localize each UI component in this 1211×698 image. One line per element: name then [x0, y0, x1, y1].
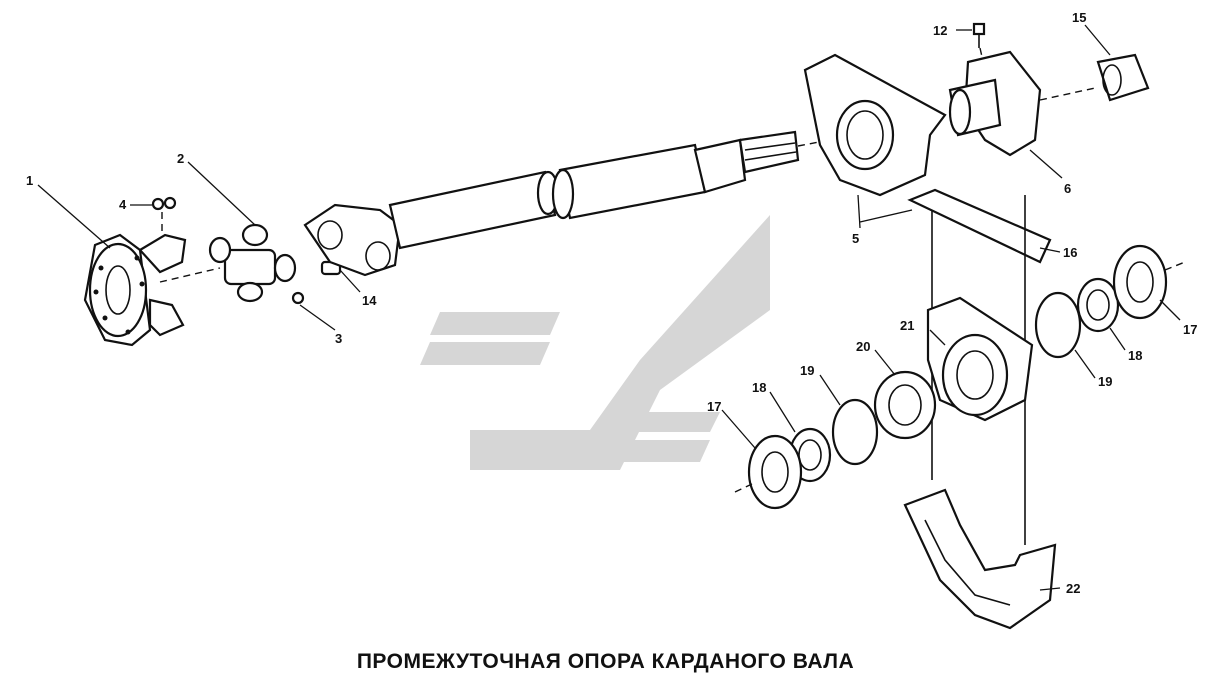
seal-part-right — [1112, 244, 1168, 320]
callout-12: 12 — [933, 23, 947, 38]
callout-19-right: 19 — [1098, 374, 1112, 389]
callout-17-right: 17 — [1183, 322, 1197, 337]
bearing-bracket-part — [803, 53, 947, 197]
companion-flange-part — [948, 50, 1042, 157]
bolt-part — [972, 22, 986, 48]
washer-part-right — [1076, 277, 1120, 333]
seal-part-left — [747, 434, 803, 510]
callout-14: 14 — [362, 293, 377, 308]
callout-15: 15 — [1072, 10, 1086, 25]
nut-part — [1096, 53, 1150, 102]
callout-5: 5 — [852, 231, 859, 246]
callout-1: 1 — [26, 173, 33, 188]
flange-yoke-part — [83, 233, 187, 347]
callout-2: 2 — [177, 151, 184, 166]
propeller-shaft-part — [303, 130, 800, 277]
callout-labels: 1 2 4 3 14 5 6 12 15 16 17 18 19 21 20 1… — [26, 10, 1197, 596]
cap-screw-part — [151, 196, 177, 211]
callout-20: 20 — [856, 339, 870, 354]
leader-lines — [37, 24, 1181, 591]
snap-ring-part-left — [831, 398, 879, 466]
support-plate-part — [907, 188, 1052, 264]
universal-joint-cross-part — [208, 223, 297, 303]
callout-6: 6 — [1064, 181, 1071, 196]
callout-18-left: 18 — [752, 380, 766, 395]
callout-16: 16 — [1063, 245, 1077, 260]
snap-ring-part-right — [1034, 291, 1082, 359]
callout-17-left: 17 — [707, 399, 721, 414]
callout-3: 3 — [335, 331, 342, 346]
callout-22: 22 — [1066, 581, 1080, 596]
center-bearing-part — [873, 370, 937, 440]
callout-19-left: 19 — [800, 363, 814, 378]
grease-fitting-part — [291, 291, 305, 305]
watermark-logo — [420, 215, 770, 470]
callout-21: 21 — [900, 318, 914, 333]
diagram-caption: ПРОМЕЖУТОЧНАЯ ОПОРА КАРДАНОГО ВАЛА — [356, 650, 855, 673]
callout-4: 4 — [119, 197, 127, 212]
support-strap-part — [903, 488, 1057, 630]
callout-18-right: 18 — [1128, 348, 1142, 363]
rubber-cushion-part — [926, 296, 1034, 422]
